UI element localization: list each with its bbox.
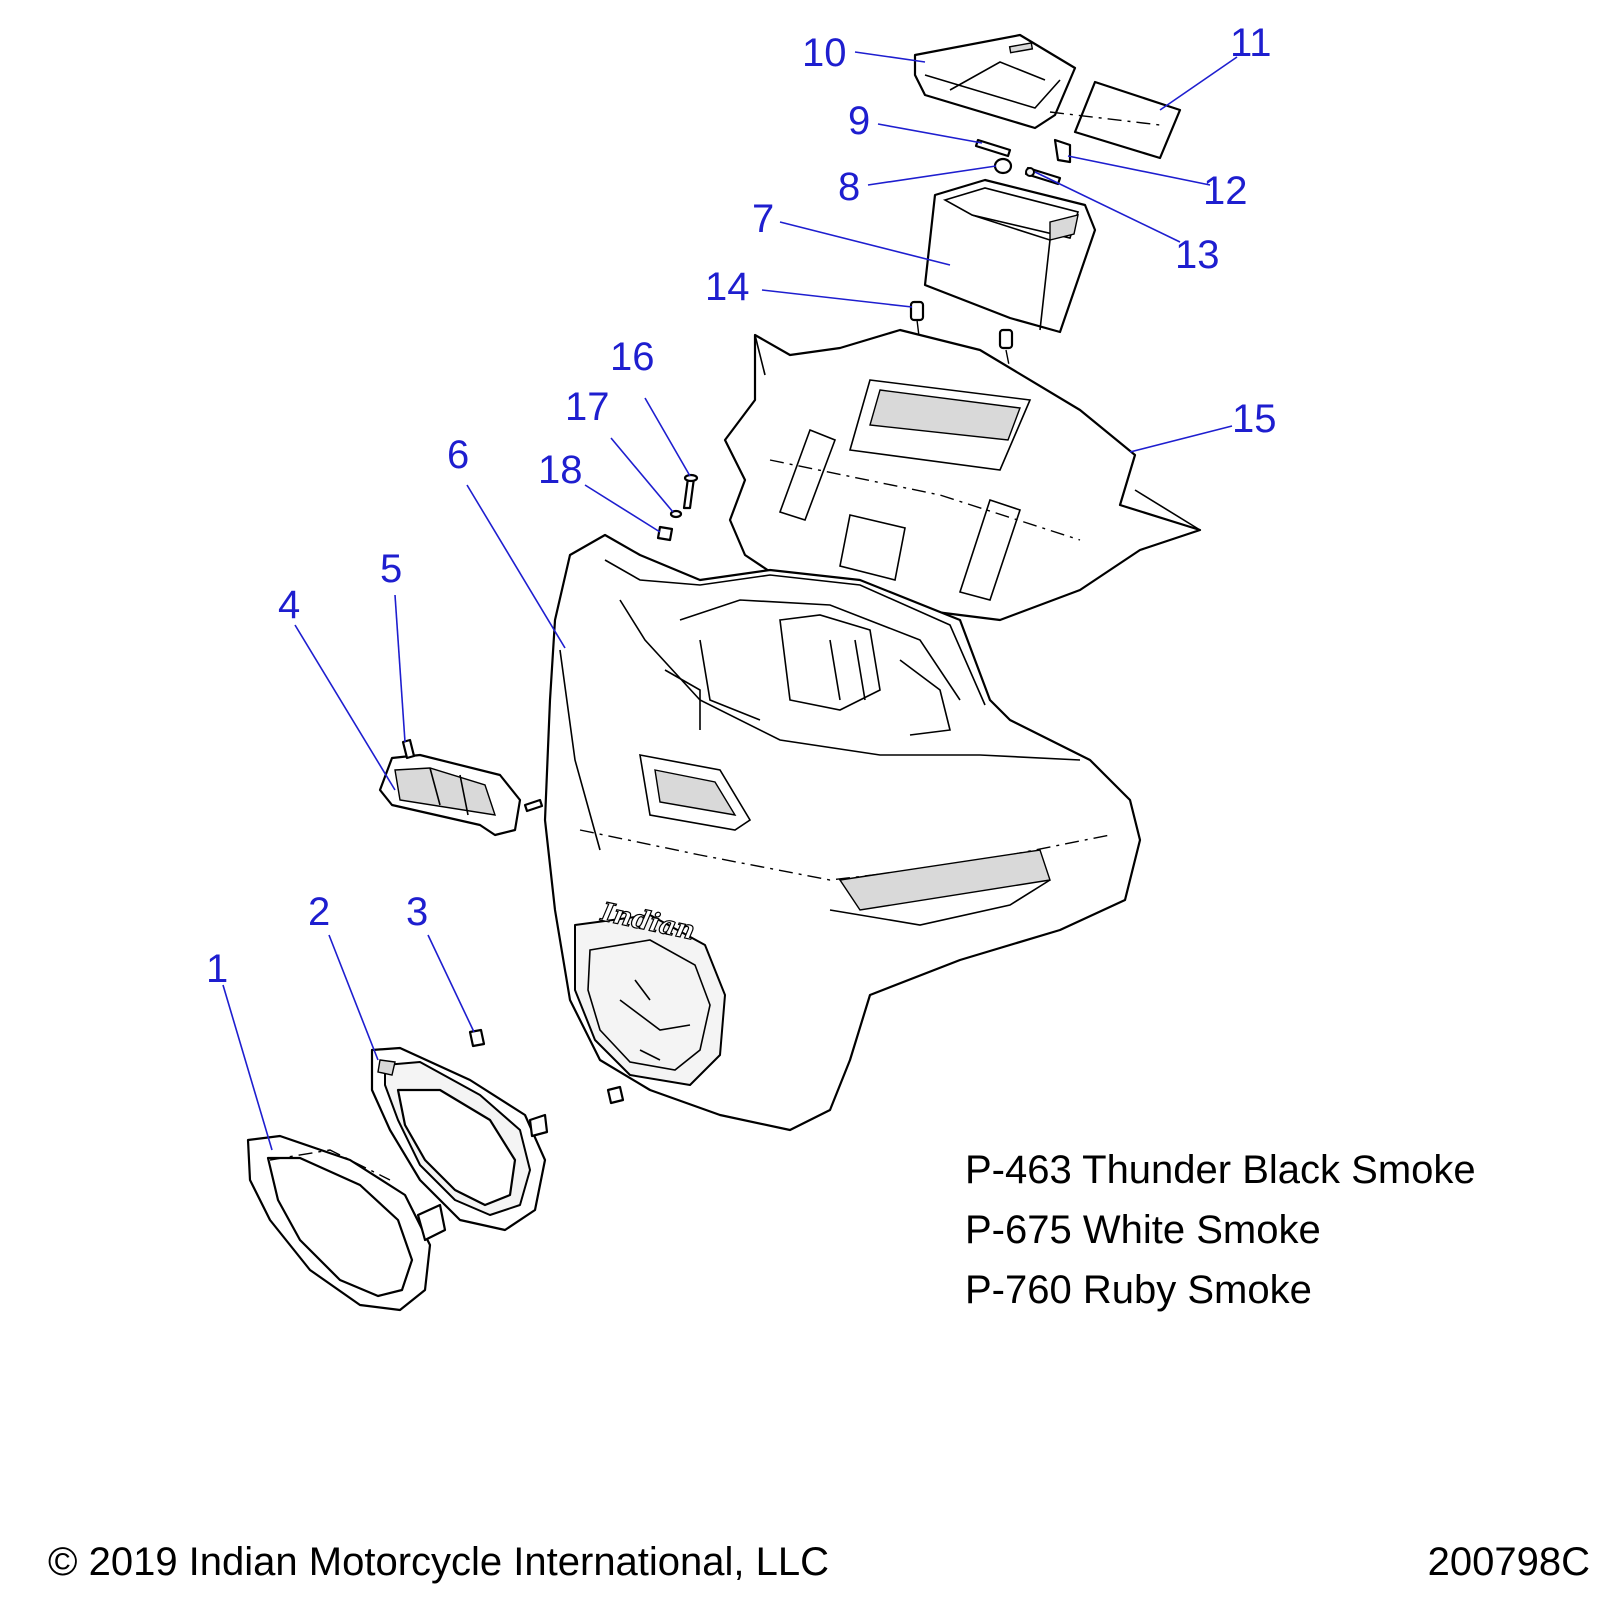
callout-2: 2 xyxy=(308,890,330,934)
leader-5 xyxy=(394,594,406,743)
part-10-lid xyxy=(913,33,1077,130)
part-1-trim-ring xyxy=(246,1134,447,1312)
leader-4 xyxy=(294,624,396,791)
callout-17: 17 xyxy=(565,385,610,429)
leader-8 xyxy=(867,165,997,186)
callout-8: 8 xyxy=(838,165,860,209)
callout-13: 13 xyxy=(1175,233,1220,277)
leader-17 xyxy=(610,437,674,513)
part-11-pad xyxy=(1049,80,1182,160)
part-17-washer xyxy=(669,509,683,519)
callout-12: 12 xyxy=(1203,169,1248,213)
callout-18: 18 xyxy=(538,448,583,492)
leader-11 xyxy=(1159,56,1238,111)
part-4-side-screw xyxy=(523,798,544,813)
leader-6 xyxy=(466,484,566,649)
part-15-inner-fairing xyxy=(723,328,1202,622)
callout-5: 5 xyxy=(380,547,402,591)
leader-16 xyxy=(644,397,691,477)
leader-10 xyxy=(854,51,926,63)
part-8-bushing xyxy=(993,157,1013,175)
part-3-clip xyxy=(468,1028,486,1048)
part-9-pin xyxy=(974,138,1012,158)
part-4-light-housing xyxy=(378,753,522,837)
callout-3: 3 xyxy=(406,890,428,934)
leader-14 xyxy=(761,289,913,308)
part-16-screw xyxy=(682,473,699,510)
callout-16: 16 xyxy=(610,335,655,379)
color-option-1: P-463 Thunder Black Smoke xyxy=(965,1148,1476,1192)
leader-lines xyxy=(222,51,1238,1151)
leader-1 xyxy=(222,984,273,1151)
callout-10: 10 xyxy=(802,31,847,75)
leader-2 xyxy=(328,934,379,1061)
part-5-screw xyxy=(401,738,416,760)
callout-1: 1 xyxy=(206,947,228,991)
color-option-2: P-675 White Smoke xyxy=(965,1208,1321,1252)
color-option-3: P-760 Ruby Smoke xyxy=(965,1268,1312,1312)
leader-15 xyxy=(1129,425,1233,453)
leader-13 xyxy=(1034,171,1181,243)
callout-14: 14 xyxy=(705,265,750,309)
callout-6: 6 xyxy=(447,433,469,477)
callout-numbers: 1 2 3 4 5 6 7 8 9 10 11 12 13 14 15 16 1… xyxy=(206,21,1277,991)
callout-7: 7 xyxy=(752,197,774,241)
leader-12 xyxy=(1067,155,1211,186)
part-2-inner-bezel xyxy=(370,1046,549,1232)
copyright-notice: © 2019 Indian Motorcycle International, … xyxy=(48,1540,830,1584)
part-6-outer-fairing xyxy=(543,533,1142,1132)
leader-7 xyxy=(779,221,951,266)
diagram-code: 200798C xyxy=(1427,1540,1590,1584)
leader-9 xyxy=(877,123,983,144)
callout-4: 4 xyxy=(278,583,300,627)
part-3-clip-lower xyxy=(606,1085,625,1105)
part-12-latch xyxy=(1053,138,1072,164)
leader-18 xyxy=(584,484,661,533)
callout-9: 9 xyxy=(848,99,870,143)
callout-11: 11 xyxy=(1230,21,1272,65)
callout-15: 15 xyxy=(1232,397,1277,441)
part-18-nut xyxy=(656,525,674,542)
part-7-storage-box xyxy=(923,178,1097,334)
leader-3 xyxy=(427,934,475,1033)
